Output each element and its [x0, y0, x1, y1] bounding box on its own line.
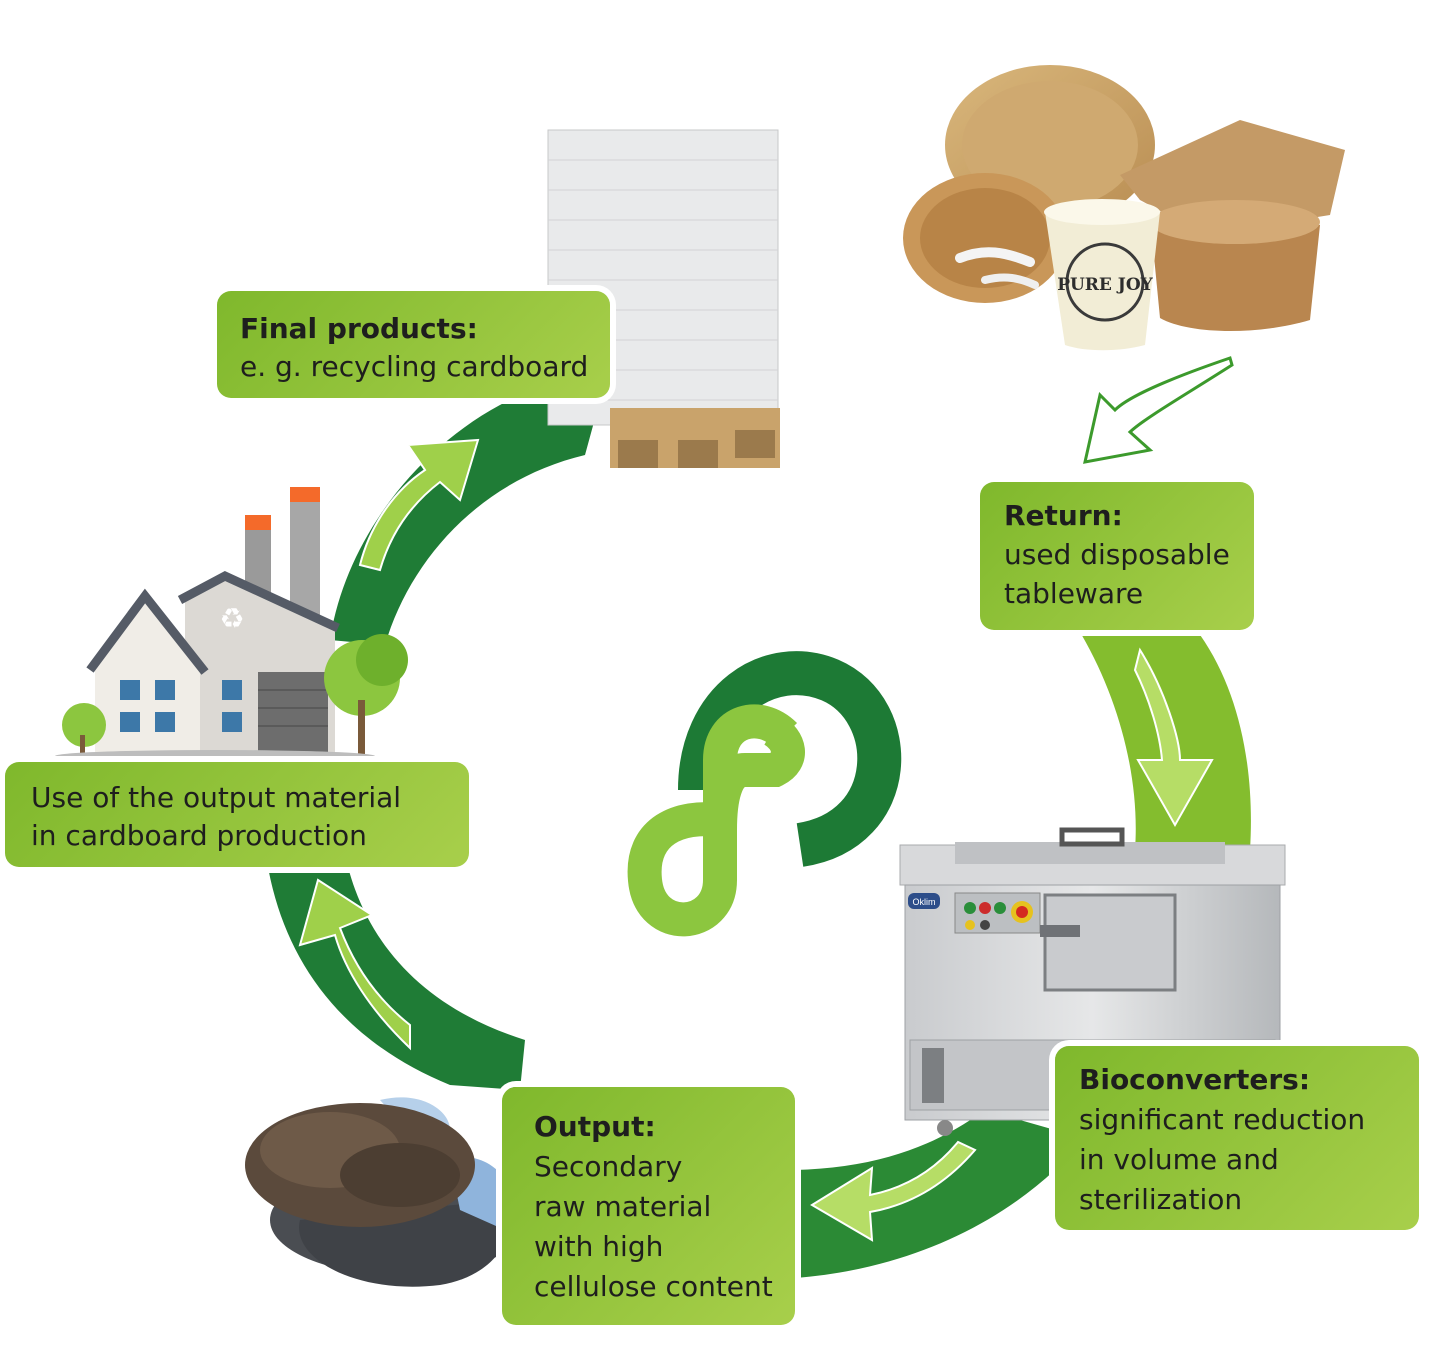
step-bioconverters: Bioconverters: significant reduction in … [1055, 1046, 1419, 1230]
paper-cup [1045, 212, 1160, 351]
step-output-line-2: raw material [534, 1190, 712, 1223]
ring-segment-left-lower [268, 867, 525, 1090]
step-output-line-1: Secondary [534, 1150, 683, 1183]
arrow-up-left-lower [298, 878, 411, 1051]
step-return: Return: used disposable tableware [980, 482, 1254, 630]
logo-light-upper-loop [703, 704, 798, 870]
step-bioconverters-line-1: significant reduction [1079, 1103, 1366, 1136]
step-bioconverters-line-2: in volume and [1079, 1143, 1279, 1176]
step-use-line-1: Use of the output material [31, 781, 402, 814]
step-output-line-4: cellulose content [534, 1270, 773, 1303]
step-use-line-2: in cardboard production [31, 819, 367, 852]
arrow-outline-return [1083, 356, 1234, 464]
step-return-line-2: tableware [1004, 577, 1144, 610]
step-return-title: Return: [1004, 499, 1123, 532]
arrow-up-right-upper [358, 438, 480, 572]
arrow-left-bottom [810, 1140, 977, 1242]
ring-segment-left-upper [330, 395, 600, 645]
step-output-title: Output: [534, 1110, 656, 1143]
tableware-image: PURE JOY [903, 65, 1345, 351]
step-bioconverters-line-3: sterilization [1079, 1183, 1243, 1216]
machine-badge-label: Oklim [913, 897, 936, 907]
logo-light-stem [627, 715, 805, 937]
step-final-products: Final products: e. g. recycling cardboar… [217, 291, 610, 398]
step-use-in-production: Use of the output material in cardboard … [5, 762, 469, 867]
cycle-arrows [298, 356, 1234, 1242]
step-output-line-3: with high [534, 1230, 664, 1263]
recycle-icon: ♻ [219, 602, 244, 635]
cellulose-output-image [245, 1097, 530, 1287]
cup-brand-label: PURE JOY [1057, 275, 1153, 295]
step-final-products-line: e. g. recycling cardboard [240, 350, 589, 383]
step-return-line-1: used disposable [1004, 538, 1230, 571]
paper-pallet-image [547, 129, 780, 468]
arrow-down-right [1133, 647, 1214, 828]
step-final-products-title: Final products: [240, 312, 478, 345]
factory-image: ♻ [55, 487, 408, 762]
logo-dark-loop [678, 651, 902, 867]
step-bioconverters-title: Bioconverters: [1079, 1063, 1311, 1096]
ring-segment-bottom [795, 1110, 1055, 1278]
step-output: Output: Secondary raw material with high… [502, 1087, 795, 1325]
pp-loop-logo [627, 651, 902, 937]
